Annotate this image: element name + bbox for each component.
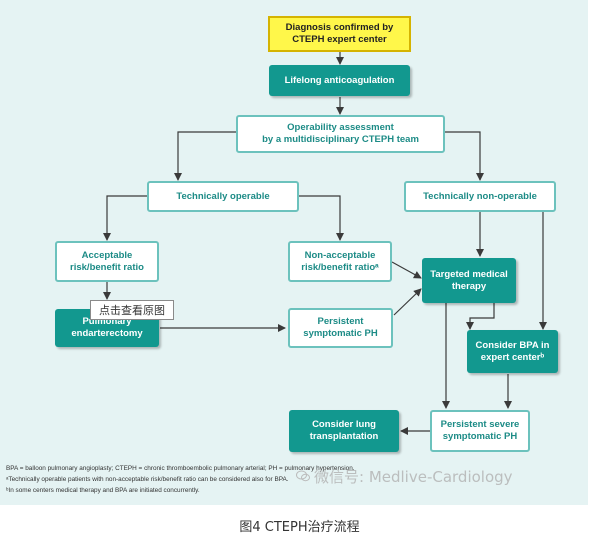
figure-caption: 图4 CTEPH治疗流程 bbox=[239, 520, 360, 535]
footnote-abbreviations: BPA = balloon pulmonary angioplasty; CTE… bbox=[6, 465, 355, 472]
consider-bpa-box: Consider BPA in expert centerᵇ bbox=[467, 330, 558, 373]
targeted-medical-therapy-box: Targeted medical therapy bbox=[422, 258, 516, 303]
arrow-targeted-to-bpa bbox=[466, 303, 495, 330]
view-original-tooltip[interactable]: 点击查看原图 bbox=[90, 300, 174, 320]
consider-lung-transplant-box: Consider lung transplantation bbox=[289, 410, 399, 452]
arrow-tech-operable-to-nonacceptable bbox=[298, 195, 344, 241]
persistent-severe-ph-box: Persistent severe symptomatic PH bbox=[430, 410, 530, 452]
arrow-persistent-to-targeted bbox=[393, 288, 422, 316]
wechat-icon bbox=[296, 470, 310, 482]
non-acceptable-risk-box: Non-acceptable risk/benefit ratioᵃ bbox=[288, 241, 392, 282]
operability-box: Operability assessment by a multidiscipl… bbox=[236, 115, 445, 153]
persistent-ph-box: Persistent symptomatic PH bbox=[288, 308, 393, 348]
technically-non-operable-box: Technically non-operable bbox=[404, 181, 556, 212]
footnote-a: ᵃTechnically operable patients with non-… bbox=[6, 476, 289, 483]
arrow-tech-operable-to-acceptable bbox=[103, 195, 148, 241]
watermark-text: 微信号: Medlive-Cardiology bbox=[314, 468, 513, 486]
arrow-operability-to-tech-operable bbox=[174, 131, 236, 181]
acceptable-risk-box: Acceptable risk/benefit ratio bbox=[55, 241, 159, 282]
diagnosis-box: Diagnosis confirmed by CTEPH expert cent… bbox=[268, 16, 411, 52]
technically-operable-box: Technically operable bbox=[147, 181, 299, 212]
footnote-b: ᵇIn some centers medical therapy and BPA… bbox=[6, 487, 200, 494]
arrow-operability-to-tech-nonoperable bbox=[444, 131, 484, 181]
anticoagulation-box: Lifelong anticoagulation bbox=[269, 65, 410, 96]
arrow-nonacceptable-to-targeted bbox=[391, 261, 422, 279]
